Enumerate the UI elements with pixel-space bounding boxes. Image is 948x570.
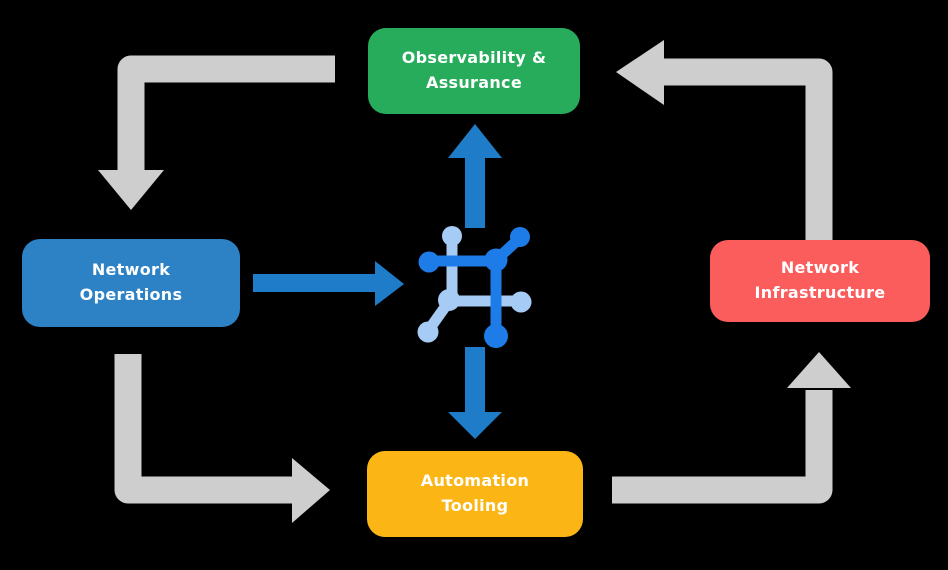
node-network-operations: Network Operations (22, 239, 240, 327)
arrow-observability-to-operations (98, 55, 335, 210)
node-observability-label: Observability & Assurance (401, 48, 547, 92)
node-automation-label: Automation Tooling (420, 471, 530, 515)
node-infrastructure-label: Network Infrastructure (754, 258, 886, 302)
arrow-operations-to-automation (114, 354, 330, 523)
arrow-center-to-observability (448, 124, 502, 228)
node-automation-tooling: Automation Tooling (367, 451, 583, 537)
node-network-infrastructure: Network Infrastructure (710, 240, 930, 322)
arrow-automation-to-infrastructure (612, 352, 851, 504)
network-mesh-icon (417, 226, 532, 348)
arrow-operations-to-center (253, 261, 404, 306)
arrow-infrastructure-to-observability (616, 40, 833, 240)
arrow-center-to-automation (448, 347, 502, 439)
node-operations-label: Network Operations (79, 260, 183, 304)
node-observability-assurance: Observability & Assurance (368, 28, 580, 114)
